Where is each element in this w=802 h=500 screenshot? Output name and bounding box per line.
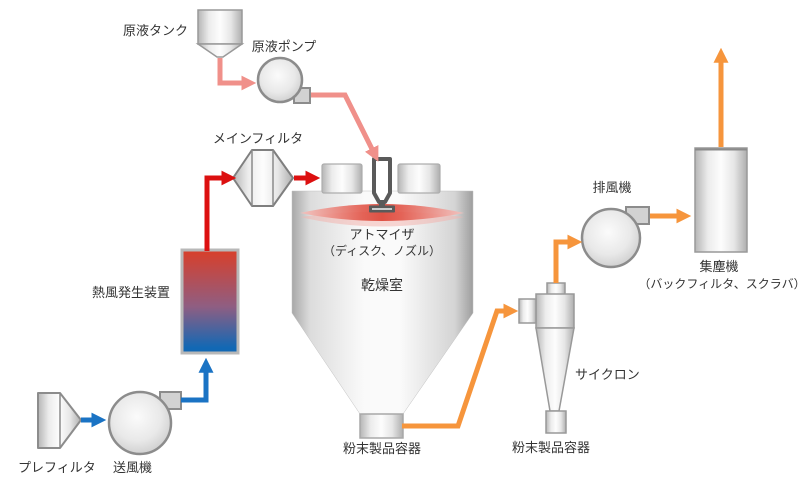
dust-collector [694, 147, 748, 253]
feed-line-tank-to-pump [217, 58, 257, 91]
atomizer-nozzle [369, 157, 395, 213]
label-drying-chamber: 乾燥室 [361, 277, 403, 293]
flow-lines [81, 47, 729, 429]
hot-air-line-generator-to-filter [204, 170, 237, 251]
label-hot-air-generator: 熱風発生装置 [92, 285, 171, 300]
supply-blower [107, 390, 182, 456]
label-feed-pump: 原液ポンプ [251, 39, 317, 54]
feed-pump [256, 56, 311, 104]
label-dust-collector: 集塵機 [699, 259, 739, 274]
feed-line-pump-to-atomizer [311, 92, 379, 162]
label-atomizer: アトマイザ [349, 227, 415, 242]
main-filter [232, 149, 294, 207]
powder-line-chamber-to-cyclone [402, 303, 519, 429]
air-line-blower-to-generator [181, 357, 214, 403]
cyclone [518, 282, 575, 434]
label-exhaust-fan: 排風機 [592, 180, 632, 195]
pre-filter [37, 392, 82, 449]
label-powder-container-left: 粉末製品容器 [342, 441, 422, 456]
drying-chamber [291, 163, 474, 439]
exhaust-fan [580, 206, 650, 269]
label-powder-container-right: 粉末製品容器 [512, 440, 591, 455]
powder-line-cyclone-to-fan [553, 234, 583, 283]
label-feed-tank: 原液タンク [123, 23, 189, 38]
hot-air-generator [180, 248, 240, 355]
label-pre-filter: プレフィルタ [18, 460, 96, 475]
label-main-filter: メインフィルタ [212, 131, 304, 146]
label-blower: 送風機 [113, 460, 153, 475]
feed-tank [195, 9, 245, 58]
label-dust-collector-type: （バックフィルタ、スクラバ） [638, 277, 802, 291]
label-cyclone: サイクロン [575, 367, 640, 382]
label-atomizer-type: （ディスク、ノズル） [322, 244, 442, 258]
